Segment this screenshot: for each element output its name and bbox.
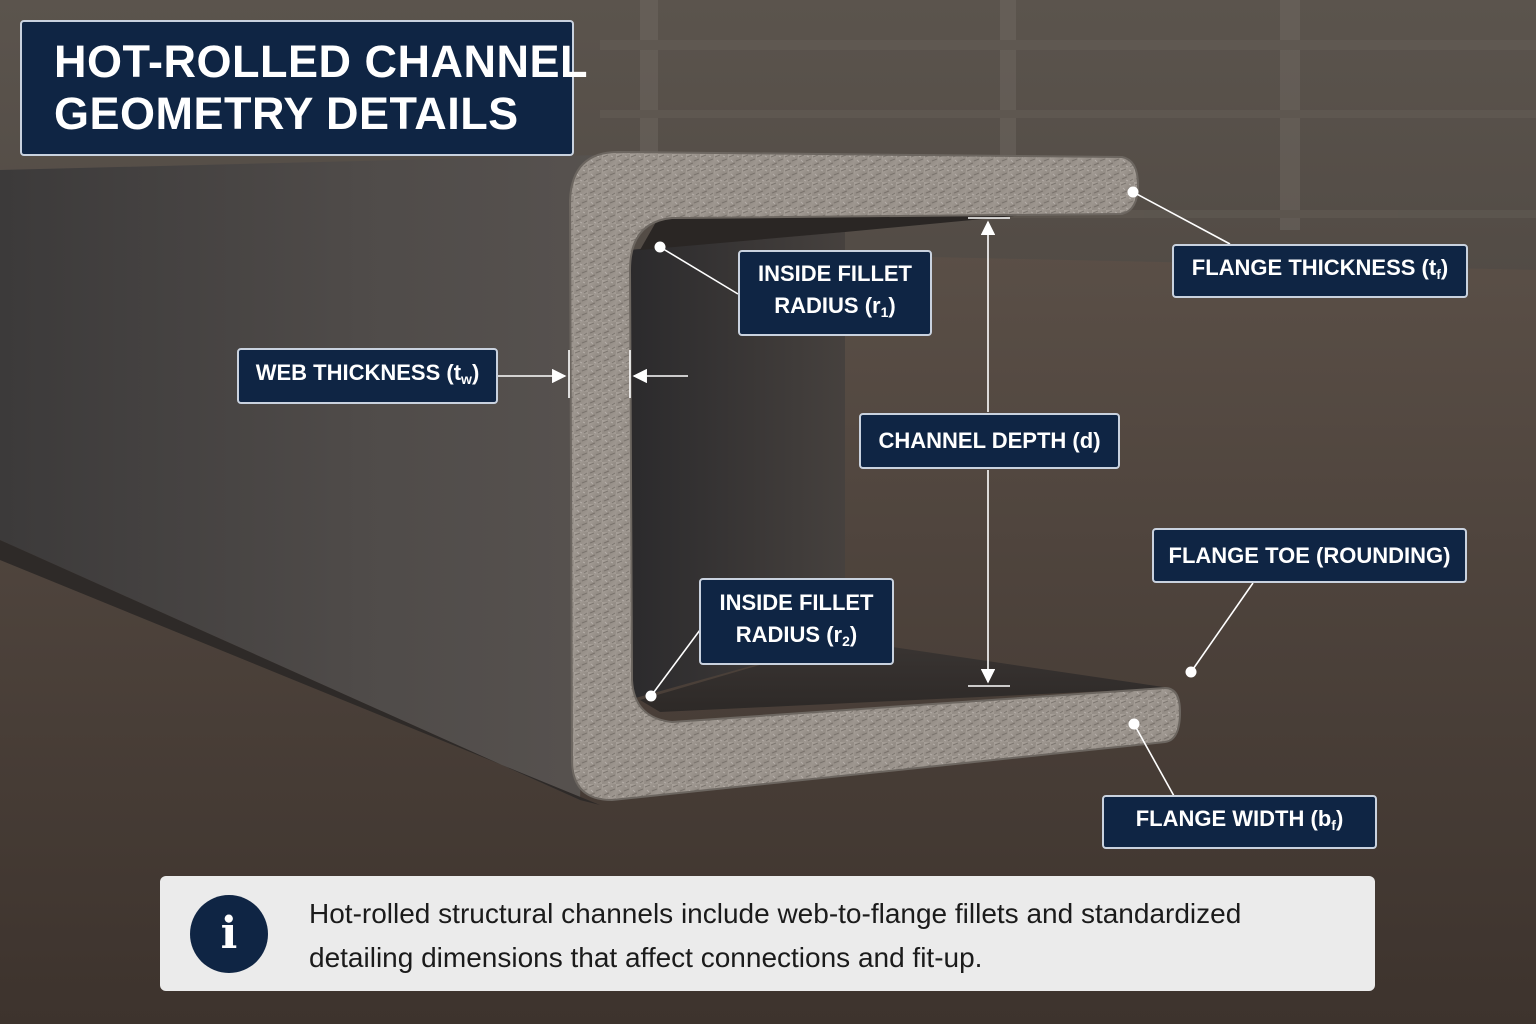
- info-icon: i: [190, 895, 268, 973]
- channel-web-outer-side: [0, 155, 600, 800]
- title-line-1: HOT-ROLLED CHANNEL: [54, 36, 588, 87]
- callout-flange-width: FLANGE WIDTH (bf): [1102, 795, 1377, 849]
- title-line-2: GEOMETRY DETAILS: [54, 88, 519, 139]
- callout-flange-thickness: FLANGE THICKNESS (tf): [1172, 244, 1468, 298]
- channel-cross-section: [568, 150, 1182, 802]
- callout-r2-line2: RADIUS (r2): [735, 621, 858, 649]
- callout-inside-fillet-r1: INSIDE FILLET RADIUS (r1): [738, 250, 932, 336]
- callout-channel-depth-label: CHANNEL DEPTH (d): [878, 428, 1101, 453]
- title-box: HOT-ROLLED CHANNEL GEOMETRY DETAILS: [20, 20, 588, 156]
- callout-inside-fillet-r2: INSIDE FILLET RADIUS (r2): [699, 578, 894, 665]
- callout-flange-toe: FLANGE TOE (ROUNDING): [1152, 528, 1467, 583]
- callout-web-thickness: WEB THICKNESS (tw): [237, 348, 498, 404]
- channel-bottom-flange-top: [640, 640, 1170, 712]
- callout-flange-toe-label: FLANGE TOE (ROUNDING): [1168, 542, 1451, 568]
- callout-channel-depth: CHANNEL DEPTH (d): [859, 413, 1120, 469]
- info-panel: i Hot-rolled structural channels include…: [160, 876, 1375, 991]
- callout-r1-line2: RADIUS (r1): [774, 293, 896, 320]
- callout-r2-line1: INSIDE FILLET: [719, 589, 874, 615]
- info-text: Hot-rolled structural channels include w…: [309, 898, 1242, 973]
- callout-flange-width-label: FLANGE WIDTH (bf): [1135, 806, 1344, 833]
- callout-web-thickness-label: WEB THICKNESS (tw): [255, 360, 480, 387]
- callout-r1-line1: INSIDE FILLET: [758, 261, 912, 286]
- callout-flange-thickness-label: FLANGE THICKNESS (tf): [1191, 255, 1449, 282]
